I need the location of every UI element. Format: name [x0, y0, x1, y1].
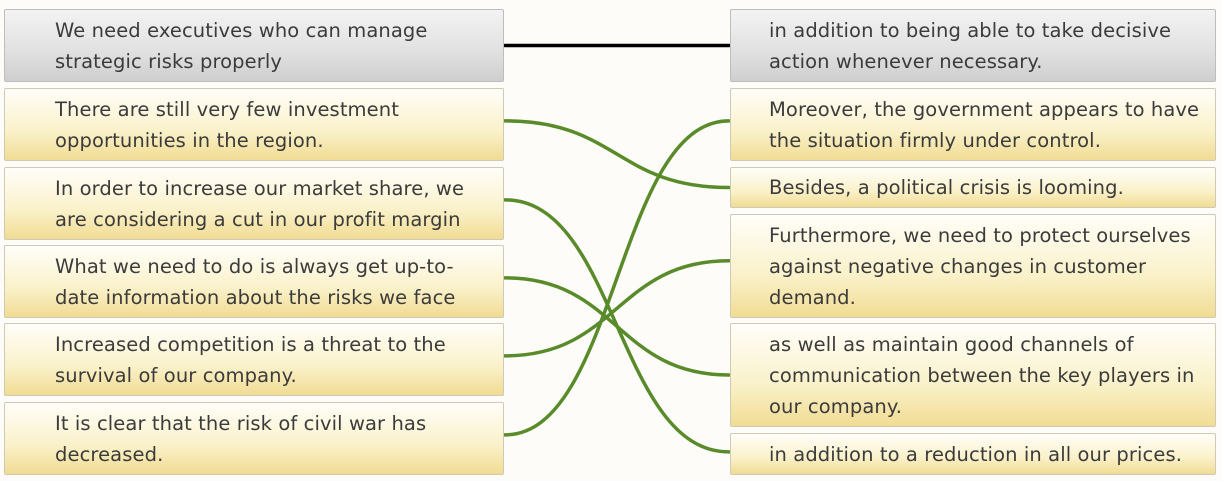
link-L2-R3 — [503, 119, 731, 190]
right-item-6[interactable]: in addition to a reduction in all our pr… — [730, 433, 1216, 475]
right-item-5-text: as well as maintain good channels of com… — [769, 332, 1195, 418]
left-item-2-text: There are still very few investment oppo… — [55, 97, 399, 152]
link-L3-R6 — [503, 198, 731, 454]
left-item-3-text: In order to increase our market share, w… — [55, 176, 465, 231]
right-item-3[interactable]: Besides, a political crisis is looming. — [730, 167, 1216, 208]
link-L5-R4 — [503, 259, 731, 358]
right-item-1[interactable]: in addition to being able to take decisi… — [730, 9, 1216, 82]
link-L6-R2 — [503, 119, 731, 437]
left-item-1[interactable]: We need executives who can manage strate… — [4, 9, 504, 82]
left-item-2[interactable]: There are still very few investment oppo… — [4, 88, 504, 161]
left-item-6[interactable]: It is clear that the risk of civil war h… — [4, 402, 504, 475]
right-item-4-text: Furthermore, we need to protect ourselve… — [769, 223, 1191, 309]
left-item-4[interactable]: What we need to do is always get up-to-d… — [4, 245, 504, 318]
left-item-1-text: We need executives who can manage strate… — [55, 18, 428, 73]
right-item-5[interactable]: as well as maintain good channels of com… — [730, 323, 1216, 427]
link-L4-R5 — [503, 276, 731, 377]
left-item-6-text: It is clear that the risk of civil war h… — [55, 411, 427, 466]
left-item-5-text: Increased competition is a threat to the… — [55, 332, 446, 387]
right-item-6-text: in addition to a reduction in all our pr… — [769, 442, 1183, 466]
left-item-3[interactable]: In order to increase our market share, w… — [4, 167, 504, 240]
left-item-4-text: What we need to do is always get up-to-d… — [55, 254, 456, 309]
right-item-1-text: in addition to being able to take decisi… — [769, 18, 1172, 73]
right-item-3-text: Besides, a political crisis is looming. — [769, 176, 1124, 199]
right-item-2[interactable]: Moreover, the government appears to have… — [730, 88, 1216, 161]
left-item-5[interactable]: Increased competition is a threat to the… — [4, 323, 504, 396]
right-item-2-text: Moreover, the government appears to have… — [769, 97, 1200, 152]
right-item-4[interactable]: Furthermore, we need to protect ourselve… — [730, 214, 1216, 318]
